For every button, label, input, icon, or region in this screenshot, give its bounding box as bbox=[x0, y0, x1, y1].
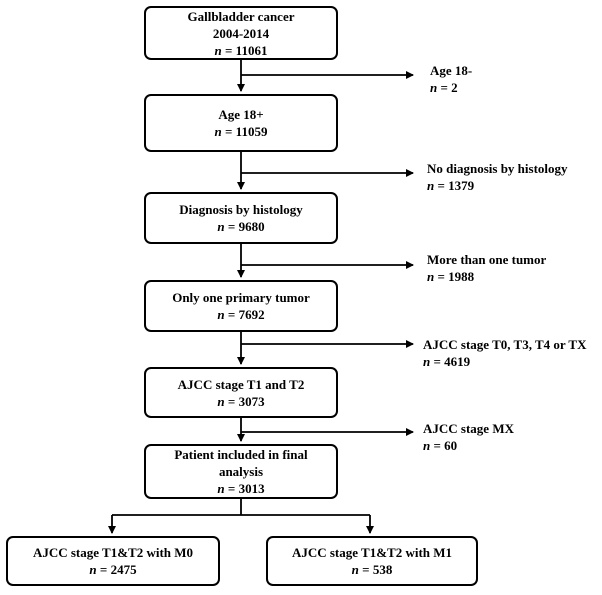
box-count: n = 3073 bbox=[217, 393, 265, 409]
outcome-label: AJCC stage T1&T2 with M1 bbox=[291, 545, 453, 560]
exclusion-count: n = 2 bbox=[430, 80, 458, 95]
main-box-5: AJCC stage T1 and T2 n = 3073 bbox=[144, 367, 338, 418]
exclusion-label: AJCC stage MX bbox=[423, 421, 514, 436]
box-count: n = 3013 bbox=[217, 481, 265, 496]
box-line: Diagnosis by histology bbox=[179, 202, 303, 217]
main-box-1: Gallbladder cancer 2004-2014 n = 11061 bbox=[144, 6, 338, 60]
main-box-2: Age 18+ n = 11059 bbox=[144, 94, 338, 152]
main-box-3: Diagnosis by histology n = 9680 bbox=[144, 192, 338, 244]
exclusion-label: AJCC stage T0, T3, T4 or TX bbox=[423, 337, 587, 352]
main-box-6: Patient included in final analysis n = 3… bbox=[144, 444, 338, 499]
exclusion-2: No diagnosis by histology n = 1379 bbox=[427, 160, 568, 194]
box-line: AJCC stage T1 and T2 bbox=[177, 376, 305, 392]
box-line: 2004-2014 bbox=[212, 25, 270, 41]
exclusion-3: More than one tumor n = 1988 bbox=[427, 251, 546, 285]
exclusion-label: More than one tumor bbox=[427, 252, 547, 267]
box-line: analysis bbox=[218, 464, 264, 479]
outcome-count: n = 2475 bbox=[89, 562, 137, 577]
box-line: Gallbladder cancer bbox=[187, 8, 295, 24]
exclusion-label: Age 18- bbox=[430, 63, 473, 78]
outcome-label: AJCC stage T1&T2 with M0 bbox=[32, 545, 194, 560]
box-count: n = 11059 bbox=[214, 124, 268, 139]
exclusion-label: No diagnosis by histology bbox=[427, 161, 568, 176]
box-count: n = 7692 bbox=[217, 307, 265, 322]
box-count: n = 9680 bbox=[217, 219, 265, 234]
exclusion-count: n = 60 bbox=[423, 438, 458, 453]
outcome-box-m1: AJCC stage T1&T2 with M1 n = 538 bbox=[266, 536, 478, 586]
box-line: Age 18+ bbox=[218, 107, 264, 122]
exclusion-5: AJCC stage MX n = 60 bbox=[423, 420, 514, 454]
exclusion-count: n = 1379 bbox=[427, 178, 475, 193]
exclusion-1: Age 18- n = 2 bbox=[430, 62, 472, 96]
box-count: n = 11061 bbox=[214, 42, 268, 58]
main-box-4: Only one primary tumor n = 7692 bbox=[144, 280, 338, 332]
exclusion-4: AJCC stage T0, T3, T4 or TX n = 4619 bbox=[423, 336, 587, 370]
outcome-box-m0: AJCC stage T1&T2 with M0 n = 2475 bbox=[6, 536, 220, 586]
exclusion-count: n = 1988 bbox=[427, 269, 475, 284]
box-line: Only one primary tumor bbox=[172, 290, 310, 305]
box-line: Patient included in final bbox=[174, 447, 308, 462]
outcome-count: n = 538 bbox=[351, 562, 393, 577]
exclusion-count: n = 4619 bbox=[423, 354, 471, 369]
